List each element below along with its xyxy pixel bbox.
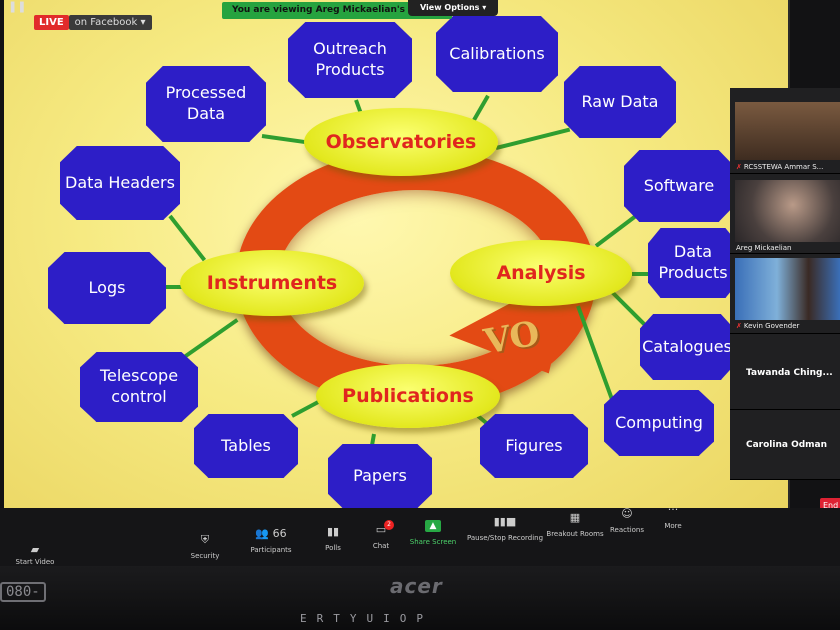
participant-name: ✗RCSSTEWA Ammar S... <box>736 163 824 171</box>
box-processed-data: Processed Data <box>146 66 266 142</box>
live-indicator[interactable]: LIVE on Facebook ▾ <box>12 15 152 30</box>
connector <box>166 285 188 289</box>
live-badge: LIVE <box>34 15 69 30</box>
more-button[interactable]: ··· More <box>664 503 682 531</box>
pause-icon[interactable]: ❚❚ <box>8 0 27 13</box>
participant-name: Areg Mickaelian <box>736 244 792 252</box>
box-telescope-control: Telescope control <box>80 352 198 422</box>
connector <box>632 272 654 276</box>
camera-off-icon: ▰ <box>30 543 40 556</box>
chat-icon: ▭ <box>375 523 387 536</box>
shared-slide: VO Observatories Instruments Analysis Pu… <box>4 0 790 540</box>
box-papers: Papers <box>328 444 432 508</box>
box-data-products: Data Products <box>648 228 738 298</box>
hub-instruments: Instruments <box>180 250 364 316</box>
muted-icon: ✗ <box>736 163 742 171</box>
grid-icon: ▦ <box>569 511 581 524</box>
participant-tile[interactable]: Tawanda Ching... <box>730 334 840 410</box>
participant-name: Carolina Odman <box>746 440 828 450</box>
security-button[interactable]: ⛨ Security <box>190 533 220 561</box>
view-options-button[interactable]: View Options ▾ <box>408 0 499 16</box>
muted-icon: ✗ <box>736 322 742 330</box>
chat-badge: 2 <box>384 520 394 530</box>
participant-tile[interactable]: ✗RCSSTEWA Ammar S... <box>730 88 840 174</box>
smiley-icon: ☺ <box>621 507 633 520</box>
box-data-headers: Data Headers <box>60 146 180 220</box>
people-icon: 👥 66 <box>255 527 287 540</box>
participant-video <box>735 258 840 320</box>
box-software: Software <box>624 150 734 222</box>
share-banner: You are viewing Areg Mickaelian's screen <box>222 2 452 19</box>
polls-button[interactable]: ▮▮ Polls <box>325 525 341 553</box>
participant-tile[interactable]: Areg Mickaelian <box>730 174 840 254</box>
participant-name: ✗Kevin Govender <box>736 322 800 330</box>
box-raw-data: Raw Data <box>564 66 676 138</box>
box-catalogues: Catalogues <box>640 314 734 380</box>
box-tables: Tables <box>194 414 298 478</box>
keyboard-row: ERTYUIOP <box>300 612 433 625</box>
laptop-brand-logo: acer <box>390 574 443 598</box>
participant-video <box>735 102 840 160</box>
participant-video <box>735 180 840 242</box>
shield-icon: ⛨ <box>200 533 210 546</box>
ellipsis-icon: ··· <box>667 503 679 516</box>
box-computing: Computing <box>604 390 714 456</box>
hub-analysis: Analysis <box>450 240 632 306</box>
connector <box>594 214 638 248</box>
box-logs: Logs <box>48 252 166 324</box>
hub-observatories: Observatories <box>304 108 498 176</box>
start-video-button[interactable]: ▰ Start Video <box>15 543 55 567</box>
participant-tile[interactable]: ✗Kevin Govender <box>730 254 840 334</box>
breakout-rooms-button[interactable]: ▦ Breakout Rooms <box>546 511 604 539</box>
participant-tile[interactable]: Carolina Odman <box>730 410 840 480</box>
connector <box>495 127 571 150</box>
live-platform: on Facebook ▾ <box>68 15 152 30</box>
laptop-model-sticker: 080- <box>0 582 46 602</box>
participants-panel: ✗RCSSTEWA Ammar S... Areg Mickaelian ✗Ke… <box>730 88 840 480</box>
meeting-toolbar: ▰ Start Video ⛨ Security 👥 66 Participan… <box>0 504 840 570</box>
reactions-button[interactable]: ☺ Reactions <box>609 507 645 535</box>
participant-name: Tawanda Ching... <box>746 368 833 378</box>
bar-chart-icon: ▮▮ <box>326 525 340 538</box>
box-outreach-products: Outreach Products <box>288 22 412 98</box>
record-button[interactable]: ▮▮■ Pause/Stop Recording <box>466 515 544 543</box>
connector <box>261 134 310 145</box>
connector <box>168 214 207 262</box>
box-figures: Figures <box>480 414 588 478</box>
chat-button[interactable]: 2 ▭ Chat <box>346 520 416 550</box>
share-screen-icon: ▲ <box>425 520 441 532</box>
box-calibrations: Calibrations <box>436 16 558 92</box>
participants-button[interactable]: 👥 66 Participants <box>250 527 292 555</box>
laptop-bezel <box>0 566 840 630</box>
hub-publications: Publications <box>316 364 500 428</box>
connector <box>472 94 490 121</box>
share-screen-button[interactable]: ▲ Share Screen <box>409 520 457 546</box>
pause-stop-icon: ▮▮■ <box>493 515 517 528</box>
connector <box>178 318 239 362</box>
